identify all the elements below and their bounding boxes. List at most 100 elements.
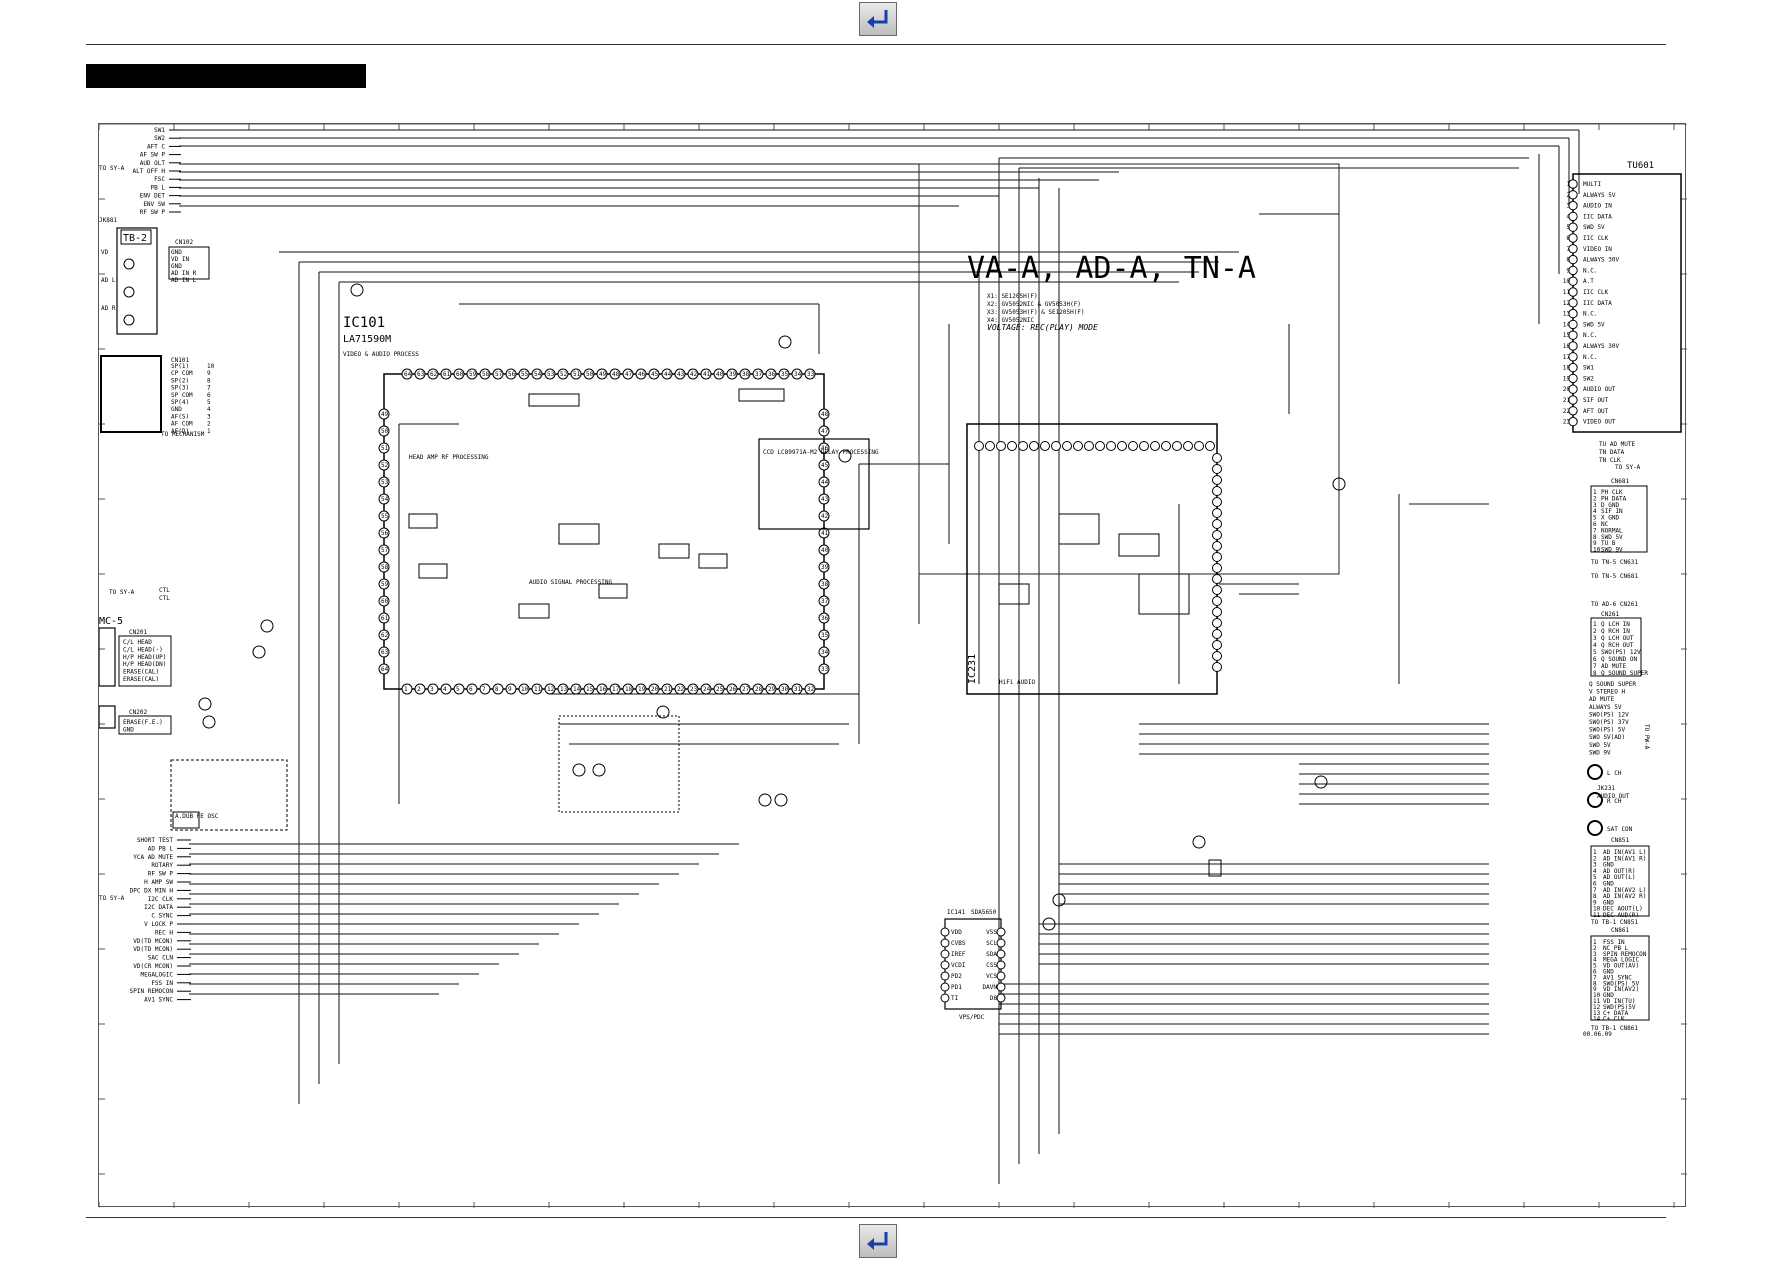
x-note: X4: GV5052NIC <box>987 317 1034 324</box>
return-button-bottom[interactable] <box>859 1224 897 1258</box>
cn261-pin-label: Q LCH OUT <box>1601 635 1634 642</box>
cn861-pin-label: VD OUT(AV) <box>1603 963 1639 970</box>
cn861-pin-num: 4 <box>1593 957 1597 964</box>
ic231-ref: IC231 <box>967 654 978 684</box>
cn261-pin-num: 3 <box>1593 635 1597 642</box>
left-bottom-signal: FSS IN <box>151 980 173 987</box>
ic101-pin-label: 49 <box>381 411 389 418</box>
cn681-pin-label: SIF IN <box>1601 508 1623 515</box>
left-bottom-signal: YCA AD MUTE <box>133 854 173 861</box>
ic101-pin-label: 51 <box>573 371 581 378</box>
ic141-pin-right: D8 <box>990 995 998 1002</box>
x-note: X1: SE1205H(F) <box>987 293 1038 300</box>
cn851-pin-num: 7 <box>1593 887 1597 894</box>
ic101-pin-label: 58 <box>381 564 389 571</box>
cn261-pin-label: Q SOUND ON <box>1601 656 1638 663</box>
left-bottom-signal: SAC CLN <box>148 955 174 962</box>
ic101-pin-label: 5 <box>456 686 460 693</box>
ic101-pin-label: 15 <box>586 686 594 693</box>
tu601-pin-label: AUDIO OUT <box>1583 386 1616 393</box>
cn851-pin-num: 8 <box>1593 893 1597 900</box>
ic101-pin-label: 34 <box>794 371 802 378</box>
cn681-pin-label: PH DATA <box>1601 495 1627 502</box>
cn861-pin-num: 10 <box>1593 992 1601 999</box>
ic101-pin-label: 42 <box>821 513 829 520</box>
tu601-pin-num: 16 <box>1563 343 1571 350</box>
ic101-pin-label: 44 <box>664 371 672 378</box>
ic141-pin-left: VCDI <box>951 962 966 969</box>
tu601-pin-num: 8 <box>1566 257 1570 264</box>
ic101-pin-label: 59 <box>381 581 389 588</box>
left-top-signal: ALT OFF H <box>132 168 165 175</box>
return-button[interactable] <box>859 2 897 36</box>
ic101-pin-label: 48 <box>612 371 620 378</box>
tu601-pin-num: 12 <box>1563 300 1571 307</box>
ic101-pin-label: 64 <box>381 666 389 673</box>
ic101-pin-label: 34 <box>821 649 829 656</box>
board-title-block: VA-A, AD-A, TN-A X1: SE1205H(F)X2: GV505… <box>918 163 1340 575</box>
ic231-chip: IC231 HiFi AUDIO <box>966 423 1222 695</box>
left-top-signal: AF SW P <box>140 152 166 159</box>
cn101-pin-label: SP(2) <box>171 377 189 384</box>
left-bottom-signal: REC H <box>155 929 173 936</box>
ic101-pin-label: 63 <box>381 649 389 656</box>
left-bottom-signal: VD(TD MCON) <box>133 946 173 953</box>
cn861-pin-label: SWD(PS)5V <box>1603 1004 1636 1011</box>
cn851-pin-num: 3 <box>1593 862 1597 869</box>
ic101-pin-label: 40 <box>716 371 724 378</box>
left-top-signal: AUD OLT <box>140 160 166 167</box>
adub-block: A.DUB FE OSC <box>170 759 288 831</box>
cn851-pin-label: AD IN(AV2 R) <box>1603 893 1646 900</box>
jk881-ref: JK881 <box>99 217 117 224</box>
tu601-pin-num: 20 <box>1563 386 1571 393</box>
ic101-pin-label: 30 <box>781 686 789 693</box>
tu601-pin-label: AFT OUT <box>1583 408 1609 415</box>
cn861-pin-num: 11 <box>1593 998 1601 1005</box>
left-top-signal: ENV DET <box>140 193 166 200</box>
cn861-pin-label: GND <box>1603 992 1614 999</box>
cn681-pin-num: 1 <box>1593 489 1597 496</box>
bottom-rule <box>86 1217 1666 1218</box>
cn861-pin-label: GND <box>1603 969 1614 976</box>
ic101-pin-label: 46 <box>821 445 829 452</box>
cn861-pin-num: 5 <box>1593 963 1597 970</box>
cn851-pin-label: AD IN(AV1 R) <box>1603 855 1646 862</box>
left-top-signal: AFT C <box>147 143 165 150</box>
tu601-pin-label: A.T <box>1583 278 1594 285</box>
ic101-pin-label: 48 <box>821 411 829 418</box>
ic101-pin-label: 61 <box>381 615 389 622</box>
tu601-pin-num: 22 <box>1563 408 1571 415</box>
ic101-pin-label: 26 <box>729 686 737 693</box>
tu601-pin-num: 14 <box>1563 321 1571 328</box>
tu601-pin-label: VIDEO IN <box>1583 246 1612 253</box>
cn101-to: TO MECHANISM <box>161 431 205 438</box>
left-bottom-signal: RF SW P <box>148 871 174 878</box>
ic101-pin-label: 54 <box>381 496 389 503</box>
cn201-pin-label: C/L HEAD(-) <box>123 646 163 653</box>
left-top-to: TO SY-A <box>99 165 125 172</box>
left-bottom-signal: I2C DATA <box>144 904 173 911</box>
ic101-pin-label: 38 <box>742 371 750 378</box>
ic101-pin-label: 17 <box>612 686 620 693</box>
cn101-pin-num: 4 <box>207 406 211 413</box>
ic101-pin-label: 36 <box>821 615 829 622</box>
left-top-signal: SW1 <box>154 127 165 134</box>
cn861-to: TO TB-1 CN861 <box>1591 1025 1638 1032</box>
ic141-pin-right: VCS <box>986 973 997 980</box>
ic101-pin-label: 53 <box>381 479 389 486</box>
ic141-pin-left: CVBS <box>951 940 966 947</box>
jk231-label: AUDIO OUT <box>1597 793 1630 800</box>
tu601-pin-num: 15 <box>1563 332 1571 339</box>
cn851-pin-label: DEC AUD(R) <box>1603 912 1639 919</box>
ic101-pin-label: 22 <box>677 686 685 693</box>
cn681-pin-label: NC <box>1601 521 1609 528</box>
cn201-pin-label: H/P HEAD(DN) <box>123 661 166 668</box>
right-mid-signal: SWO(PS) 12V <box>1589 711 1629 718</box>
cn201-ref: CN201 <box>129 629 147 636</box>
cn261-pin-num: 8 <box>1593 670 1597 677</box>
delay-label: CCD LC89971A-M2 DELAY PROCESSING <box>763 449 879 456</box>
tu601-pin-num: 7 <box>1566 246 1570 253</box>
tu601-pin-num: 18 <box>1563 365 1571 372</box>
